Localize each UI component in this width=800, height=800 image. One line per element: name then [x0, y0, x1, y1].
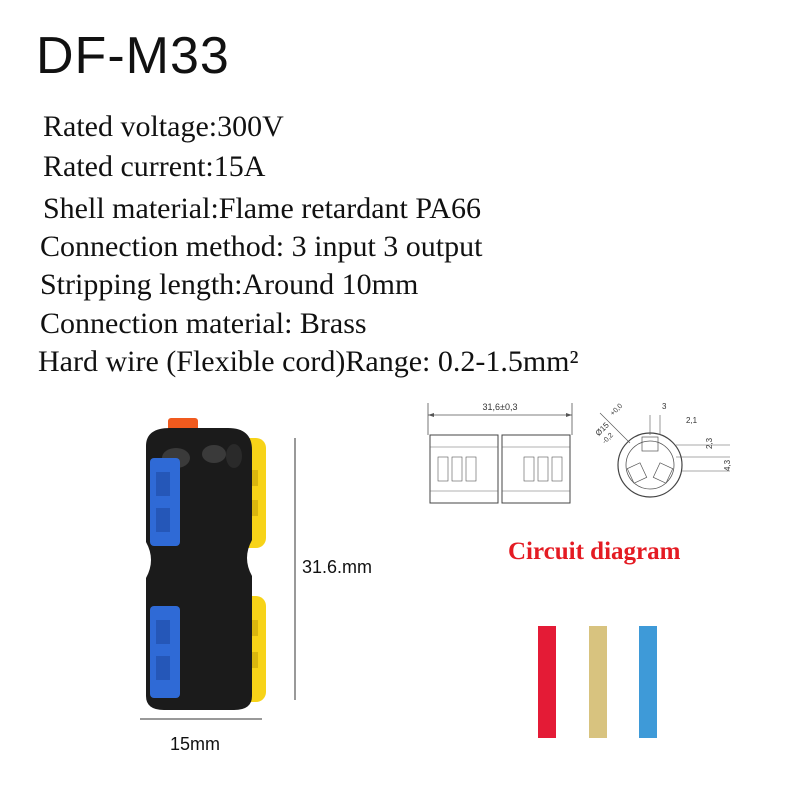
spec-connection-material: Connection material: Brass — [40, 307, 367, 340]
circuit-wire-red — [538, 626, 556, 738]
drawing-d3: 3 — [662, 402, 667, 411]
blue-lever-top — [150, 458, 180, 546]
product-model-title: DF-M33 — [36, 27, 230, 85]
width-dimension-line — [140, 718, 262, 720]
drawing-d43: 4,3 — [723, 459, 732, 471]
circuit-wire-blue — [639, 626, 657, 738]
technical-drawing-side-view: 31,6±0,3 — [427, 402, 573, 504]
technical-drawing-end-view: 3 2,1 2,3 4,3 Ø15 +0,0 -0,2 — [594, 402, 732, 498]
circuit-wire-tan — [589, 626, 607, 738]
drawing-d21: 2,1 — [686, 416, 698, 425]
drawing-d23: 2,3 — [705, 437, 714, 449]
spec-stripping-length: Stripping length:Around 10mm — [40, 268, 419, 301]
spec-rated-current: Rated current:15A — [43, 150, 266, 183]
height-label: 31.6.mm — [302, 557, 373, 577]
width-label: 15mm — [170, 734, 221, 754]
drawing-tol-plus: +0,0 — [609, 403, 624, 418]
spec-rated-voltage: Rated voltage:300V — [43, 110, 284, 143]
connector-product-image — [146, 418, 266, 710]
blue-lever-bottom — [150, 606, 180, 698]
spec-connection-method: Connection method: 3 input 3 output — [40, 230, 483, 263]
height-dimension-line — [294, 438, 296, 700]
spec-wire-range: Hard wire (Flexible cord)Range: 0.2-1.5m… — [38, 345, 579, 378]
drawing-length-label: 31,6±0,3 — [483, 402, 518, 412]
circuit-diagram-title: Circuit diagram — [508, 538, 681, 565]
spec-shell-material: Shell material:Flame retardant PA66 — [43, 192, 481, 225]
